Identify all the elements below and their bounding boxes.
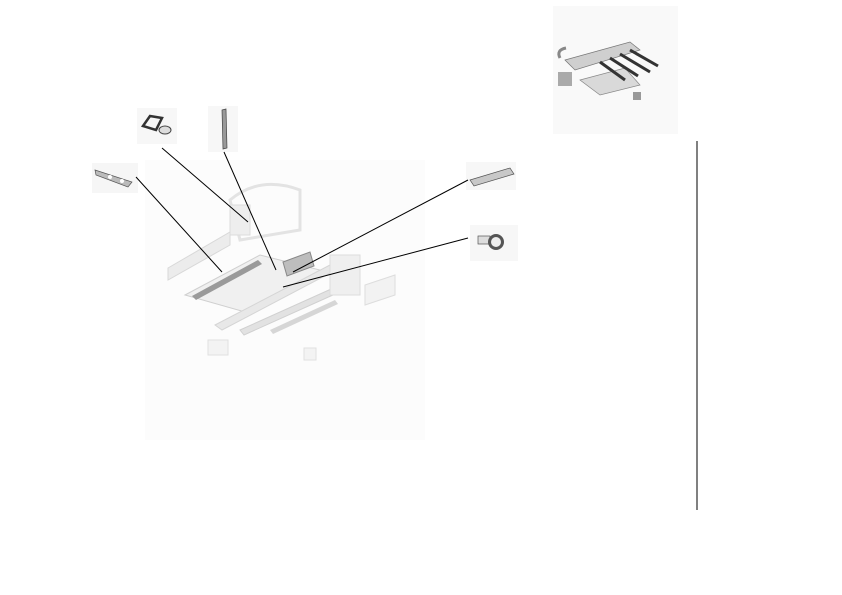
channel-bracket-icon [466, 162, 516, 190]
assembly-overview-icon [553, 6, 678, 134]
leader-line [223, 151, 277, 271]
leader-lines [135, 147, 469, 288]
leader-line [161, 147, 249, 223]
strip-seal-icon [208, 106, 238, 152]
main-assembly [145, 160, 425, 440]
gasket-plate-icon [92, 163, 138, 193]
screw-icon [470, 225, 518, 261]
leader-line [135, 176, 223, 273]
leader-line [292, 179, 469, 273]
clip-icon [137, 108, 177, 144]
leader-line [282, 237, 469, 288]
